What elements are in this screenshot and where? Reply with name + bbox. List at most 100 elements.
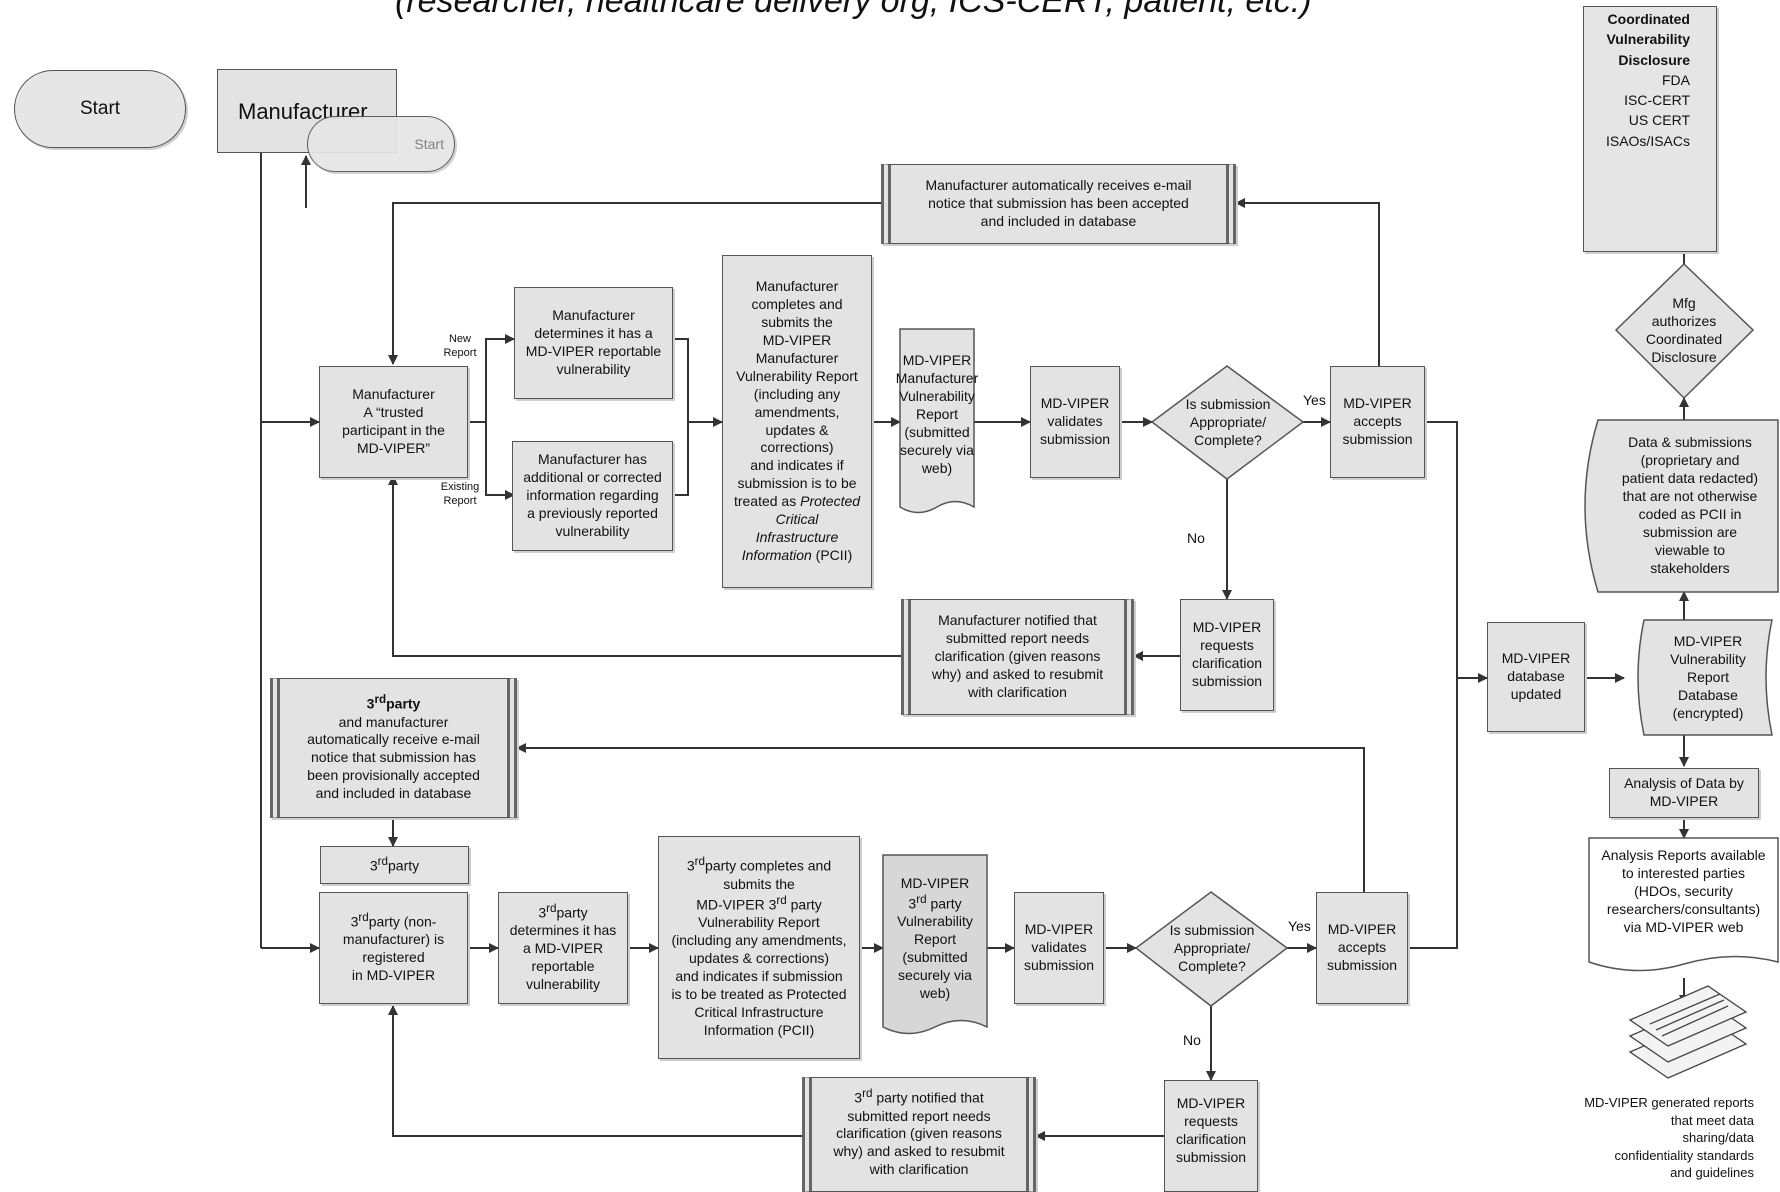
- authorizes-line-2: authorizes: [1651, 313, 1717, 330]
- decision-top-text: Is submission Appropriate/ Complete?: [1160, 392, 1296, 454]
- manufacturer-start-terminator: Start: [307, 116, 455, 172]
- viewable-line-4: that are not otherwise: [1622, 488, 1758, 505]
- comp3-line-5: (including any amendments,: [671, 932, 847, 949]
- requests-top-line-3: clarification: [1191, 655, 1263, 671]
- generated-reports-caption: MD-VIPER generated reports that meet dat…: [1558, 1094, 1754, 1182]
- completes-line-11: and indicates if: [750, 457, 844, 474]
- registered-line-4: in MD-VIPER: [351, 967, 436, 984]
- analysis-reports-line-4: researchers/consultants): [1606, 900, 1761, 917]
- authorizes-line-3: Coordinated: [1645, 331, 1723, 347]
- decision-top-line-3: Complete?: [1194, 431, 1262, 448]
- notified3-num: 3: [854, 1089, 863, 1106]
- database-line-4: Database: [1678, 686, 1738, 703]
- requests-bot-line-2: requests: [1184, 1112, 1238, 1129]
- determines-line-1: Manufacturer: [552, 307, 635, 324]
- mfr-notified-box: Manufacturer notified that submitted rep…: [901, 599, 1134, 715]
- validates-bot-line-3: submission: [1023, 956, 1095, 973]
- database-cylinder: [1637, 619, 1773, 736]
- decision-top-no-label: No: [1187, 530, 1205, 546]
- email-3rd-line-1: 3rdparty: [367, 693, 421, 714]
- comp3-post: party completes and: [705, 857, 832, 874]
- notified3-line-5: with clarification: [869, 1161, 969, 1178]
- analysis-box: Analysis of Data by MD-VIPER: [1609, 768, 1759, 818]
- email-3rd-line-4: notice that submission has: [311, 749, 476, 766]
- additional-line-3: information regarding: [526, 487, 659, 504]
- additional-line-5: vulnerability: [555, 522, 630, 539]
- stacked-reports-icon: [1628, 985, 1748, 1079]
- comp3-l3-post: party: [786, 896, 822, 913]
- requests-top-line-4: submission: [1191, 672, 1263, 689]
- accepts-top-line-3: submission: [1342, 430, 1413, 447]
- viewable-line-2: (proprietary and: [1640, 452, 1740, 469]
- det3-num: 3: [538, 904, 547, 921]
- determines-line-3: MD-VIPER reportable: [525, 343, 662, 359]
- coordinated-fda: FDA: [1662, 71, 1690, 88]
- additional-to-merge: [673, 422, 689, 496]
- analysis-reports-document: [1588, 837, 1779, 972]
- accepts-top-box: MD-VIPER accepts submission: [1330, 366, 1425, 478]
- third-party-post: party: [388, 857, 420, 874]
- viewable-line-6: submission are: [1642, 523, 1738, 540]
- comp3-line-6: updates & corrections): [688, 950, 830, 967]
- registered-line-3: registered: [362, 949, 425, 966]
- viewable-line-5: coded as PCII in: [1638, 506, 1742, 522]
- authorizes-diamond: [1614, 262, 1755, 400]
- mfr-report-document-text: MD-VIPER Manufacturer Vulnerability Repo…: [896, 340, 978, 490]
- authorizes-line-4: Disclosure: [1651, 348, 1717, 365]
- comp3-line-8: is to be treated as Protected: [671, 985, 847, 1002]
- authorizes-text: Mfg authorizes Coordinated Disclosure: [1630, 288, 1738, 374]
- accepts-bottom-to-db: [1408, 678, 1458, 949]
- validates-bot-line-2: validates: [1031, 939, 1087, 956]
- notified-mfr-line-4: why) and asked to resubmit: [931, 665, 1104, 682]
- generated-line-5: and guidelines: [1670, 1165, 1754, 1181]
- completes-last-italic: Information: [741, 546, 812, 563]
- decision-top-yes-label: Yes: [1303, 392, 1326, 408]
- comp3-line-1: 3rdparty completes and: [687, 855, 831, 876]
- mfr-determines-box: Manufacturer determines it has a MD-VIPE…: [514, 287, 673, 399]
- generated-line-2: that meet data: [1670, 1112, 1754, 1128]
- third-party-box: 3rdparty: [320, 846, 469, 884]
- comp3-line-10: Information (PCII): [703, 1021, 815, 1038]
- new-report-branch: [468, 334, 515, 423]
- db-updated-line-2: database: [1507, 668, 1565, 685]
- analysis-reports-line-2: to interested parties: [1622, 865, 1745, 882]
- decision-bottom-no-label: No: [1183, 1032, 1201, 1048]
- mfr-doc-line-1: MD-VIPER: [902, 352, 972, 369]
- accepts-top-line-1: MD-VIPER: [1343, 395, 1412, 412]
- accepts-to-email: [1235, 198, 1380, 372]
- notified3-sup: rd: [862, 1087, 873, 1100]
- det3-line-5: vulnerability: [526, 976, 600, 993]
- requests-bot-line-4: submission: [1175, 1148, 1247, 1165]
- email-3rd-sup: rd: [374, 692, 387, 706]
- accepts-to-db: [1425, 421, 1488, 683]
- coordinated-isaos: ISAOs/ISACs: [1605, 132, 1690, 149]
- viewable-line-8: stakeholders: [1650, 559, 1730, 576]
- analysis-line-2: MD-VIPER: [1649, 793, 1719, 809]
- det3-line-3: a MD-VIPER: [522, 940, 604, 957]
- doc3-line-2: 3rd party: [908, 893, 961, 914]
- email-3rd-line-3: automatically receive e-mail: [307, 731, 480, 748]
- completes-line-9: updates &: [765, 421, 829, 438]
- notified3-to-registered: [388, 1005, 802, 1137]
- report3-document-text: MD-VIPER 3rd party Vulnerability Report …: [883, 864, 987, 1014]
- new-report-line-1: New: [448, 333, 471, 345]
- viewable-shape: [1584, 419, 1779, 593]
- completes-italic-3: Infrastructure: [755, 528, 839, 545]
- requests-bottom-box: MD-VIPER requests clarification submissi…: [1164, 1080, 1258, 1192]
- comp3-line-2: submits the: [723, 875, 795, 892]
- authorizes-line-1: Mfg: [1672, 295, 1696, 312]
- database-line-3: Report: [1686, 669, 1730, 686]
- coordinated-us-cert: US CERT: [1628, 112, 1690, 129]
- comp3-sup: rd: [694, 855, 706, 869]
- analysis-reports-text: Analysis Reports available to interested…: [1589, 840, 1778, 944]
- coordinated-disclosure-box: Coordinated Vulnerability Disclosure FDA…: [1583, 6, 1717, 252]
- accepts-bot-line-1: MD-VIPER: [1327, 921, 1397, 938]
- new-report-label: New Report: [442, 332, 478, 361]
- requests-top-box: MD-VIPER requests clarification submissi…: [1180, 599, 1274, 711]
- requests-bot-line-1: MD-VIPER: [1176, 1095, 1246, 1111]
- validates-top-line-1: MD-VIPER: [1040, 395, 1110, 412]
- decision-bot-line-2: Appropriate/: [1173, 940, 1251, 957]
- third-party-completes-box: 3rdparty completes and submits the MD-VI…: [658, 836, 860, 1059]
